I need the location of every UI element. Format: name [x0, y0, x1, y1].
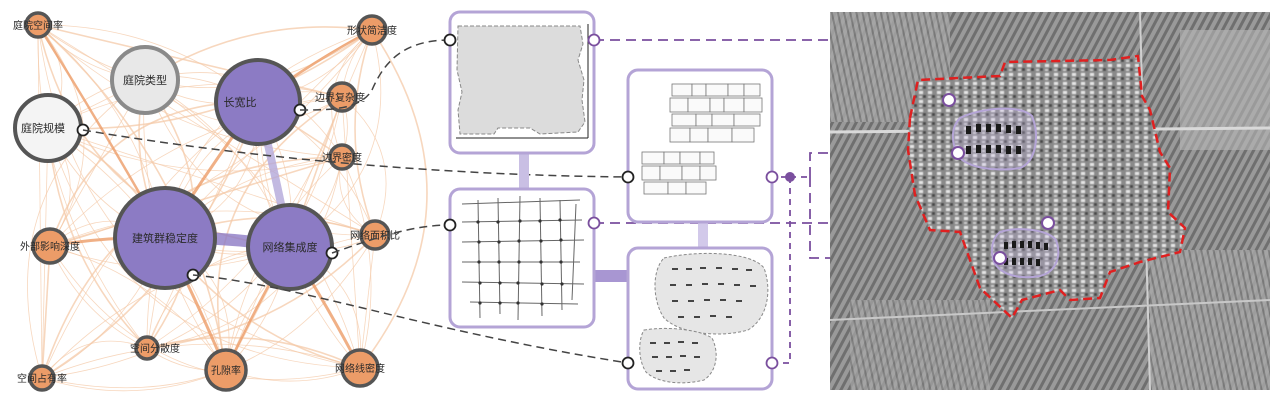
- network-node-label: 庭院类型: [123, 73, 167, 87]
- network-node-label: 庭院空间率: [13, 19, 63, 32]
- aerial-anchor-upper: [952, 147, 964, 159]
- aerial-highlight-upper: [953, 109, 1036, 170]
- network-node-label: 建筑群稳定度: [132, 231, 198, 245]
- network-node-label: 长宽比: [224, 95, 257, 109]
- network-node-space-occupancy: 空间占有率: [17, 366, 67, 390]
- network-node-label: 空间分散度: [130, 342, 180, 355]
- port-network-left: [445, 220, 456, 231]
- network-node-label: 网络集成度: [263, 240, 318, 254]
- port-footprint-right: [589, 35, 600, 46]
- port-footprint-left: [445, 35, 456, 46]
- network-node-cluster-stability: 建筑群稳定度: [115, 188, 215, 288]
- network-node-label: 空间占有率: [17, 372, 67, 385]
- connector-clusters-to-hub: [772, 177, 790, 363]
- aerial-image-icon: [830, 12, 1270, 390]
- panel-street-network: [450, 189, 594, 327]
- network-edge: [360, 30, 427, 368]
- network-edge: [38, 25, 42, 378]
- aerial-anchor-lower: [994, 252, 1006, 264]
- panel-building-clusters: [628, 248, 772, 389]
- network-node-label: 网络线密度: [335, 362, 385, 375]
- aerial-anchor-footprint: [943, 94, 955, 106]
- link-footprint-network: [519, 153, 529, 189]
- link-network-clusters: [593, 270, 631, 282]
- network-node-network-line-density: 网络线密度: [335, 350, 385, 386]
- aerial-anchor-network: [1042, 217, 1054, 229]
- building-footprint-icon: [456, 24, 588, 138]
- network-node-label: 网络面积比: [350, 229, 400, 242]
- network-node-label: 庭院规模: [21, 121, 65, 135]
- port-plots-right: [767, 172, 778, 183]
- connector-hub-dot: [785, 172, 795, 182]
- network-node-porosity: 孔隙率: [206, 350, 246, 390]
- panel-building-footprint: [450, 12, 594, 153]
- link-plots-clusters: [698, 222, 708, 248]
- network-node-aspect-ratio: 长宽比: [216, 60, 300, 144]
- network-node-network-integration: 网络集成度: [248, 205, 332, 289]
- network-edge: [48, 128, 342, 171]
- network-node-courtyard-space-ratio: 庭院空间率: [13, 13, 63, 37]
- panel-building-plots: [628, 70, 772, 222]
- network-node-label: 孔隙率: [211, 364, 241, 377]
- network-edge: [38, 25, 360, 368]
- network-node-courtyard-type: 庭院类型: [112, 47, 178, 113]
- port-clusters-right: [767, 358, 778, 369]
- port-clusters-left: [623, 358, 634, 369]
- port-plots-left: [623, 172, 634, 183]
- port-network-right: [589, 218, 600, 229]
- network-node-courtyard-scale: 庭院规模: [15, 95, 81, 161]
- network-node-label: 形状简洁度: [347, 24, 397, 37]
- network-node-label: 外部影响深度: [20, 240, 80, 253]
